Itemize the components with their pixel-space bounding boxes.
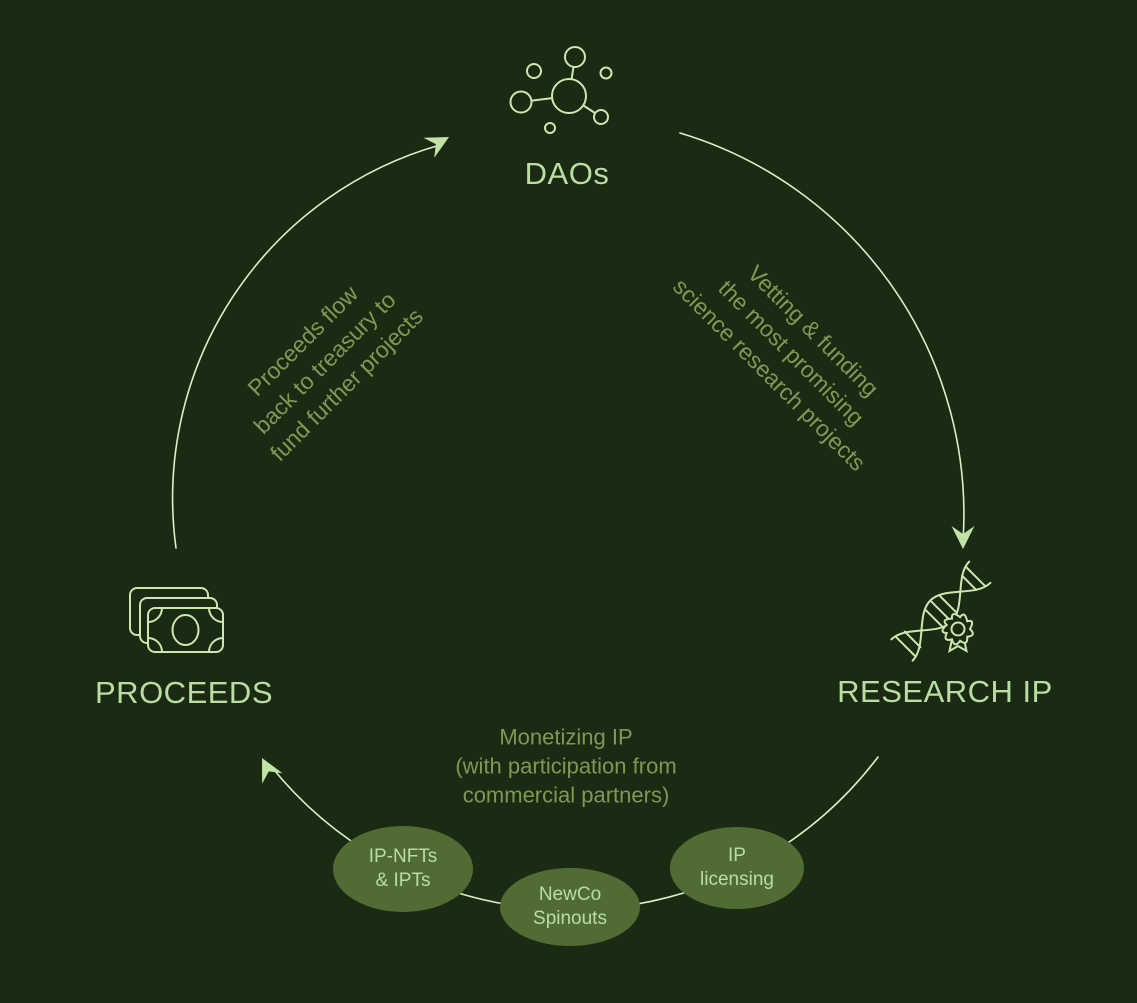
- monetization-bubbles: [333, 826, 804, 946]
- arrowhead-to-proceeds-icon: [262, 758, 283, 784]
- node-label-proceeds: PROCEEDS: [95, 675, 273, 710]
- dna-badge-icon: [890, 560, 992, 662]
- flow-label-line: (with participation from: [455, 753, 677, 779]
- bubble-newco-spinouts: [500, 868, 640, 946]
- bubble-label-line: NewCo: [538, 884, 602, 905]
- bubble-ip-licensing: [670, 827, 804, 909]
- arc-proceeds-to-daos: [171, 144, 441, 549]
- flow-label-research-ip-to-proceeds: Monetizing IP (with participation from c…: [455, 723, 676, 810]
- molecule-network-icon: [509, 46, 613, 134]
- arrowhead-to-daos-icon: [423, 137, 449, 158]
- badge-rosette: [941, 613, 974, 654]
- flow-label-line: commercial partners): [462, 782, 670, 808]
- bubble-label-line: & IPTs: [375, 870, 431, 891]
- arrowheads: [262, 137, 975, 784]
- bubble-label-newco-spinouts: NewCo Spinouts: [533, 883, 607, 931]
- bubble-label-line: Spinouts: [533, 908, 607, 929]
- node-label-daos: DAOs: [524, 156, 610, 191]
- bubble-label-line: IP-NFTs: [368, 846, 438, 867]
- bubble-ip-nfts: [333, 826, 473, 912]
- arc-daos-to-research-ip: [679, 132, 965, 542]
- bubble-label-line: licensing: [700, 869, 774, 890]
- bubble-label-ip-nfts: IP-NFTs & IPTs: [369, 845, 438, 893]
- banknotes-icon: [129, 587, 224, 653]
- flow-label-line: Monetizing IP: [499, 724, 633, 750]
- bubble-label-ip-licensing: IP licensing: [700, 844, 774, 892]
- bubble-label-line: IP: [728, 845, 746, 866]
- arrowhead-to-research-ip-icon: [951, 526, 975, 549]
- node-label-research-ip: RESEARCH IP: [837, 674, 1053, 709]
